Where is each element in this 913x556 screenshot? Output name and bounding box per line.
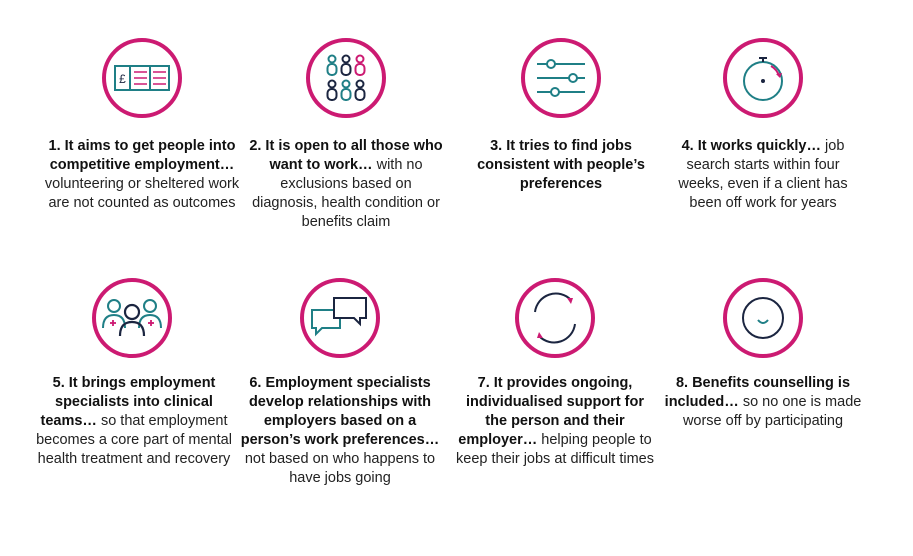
speech-bubbles-icon [298, 276, 382, 360]
principle-heading: 3. It tries to find jobs consistent with… [477, 138, 645, 192]
principle-heading: 4. It works quickly… [681, 138, 822, 154]
principle-detail: volunteering or sheltered work are not c… [44, 176, 240, 211]
principle-text: 8. Benefits counselling is included… so … [663, 374, 863, 431]
principle-text: 1. It aims to get people into competitiv… [42, 137, 242, 213]
smile-icon [721, 276, 805, 360]
principle-text: 3. It tries to find jobs consistent with… [461, 137, 661, 194]
money-notes-icon: £ [100, 36, 184, 120]
principle-detail: helping people to keep their jobs at dif… [456, 432, 654, 467]
people-group-icon [304, 36, 388, 120]
stopwatch-icon [721, 36, 805, 120]
cycle-arrows-icon [513, 276, 597, 360]
principle-text: 7. It provides ongoing, individualised s… [455, 374, 655, 469]
principle-heading: 6. Employment specialists develop relati… [240, 375, 440, 448]
clinical-team-icon [90, 276, 174, 360]
principle-detail: not based on who happens to have jobs go… [244, 451, 436, 486]
principle-detail: so no one is made worse off by participa… [682, 394, 862, 429]
principle-heading: 5. It brings employment specialists into… [40, 375, 216, 429]
principle-detail: so that employment becomes a core part o… [36, 413, 232, 467]
svg-text:£: £ [119, 72, 126, 86]
principle-heading: 1. It aims to get people into competitiv… [48, 138, 236, 173]
principle-heading: 7. It provides ongoing, individualised s… [458, 375, 645, 448]
principle-detail: with no exclusions based on diagnosis, h… [252, 157, 440, 230]
principle-text: 4. It works quickly… job search starts w… [663, 137, 863, 213]
principle-text: 6. Employment specialists develop relati… [240, 374, 440, 488]
principle-text: 5. It brings employment specialists into… [34, 374, 234, 469]
principle-detail: job search starts within four weeks, eve… [678, 138, 848, 211]
sliders-icon [519, 36, 603, 120]
principle-heading: 8. Benefits counselling is included… [664, 375, 851, 410]
principle-heading: 2. It is open to all those who want to w… [249, 138, 443, 173]
principle-text: 2. It is open to all those who want to w… [246, 137, 446, 232]
